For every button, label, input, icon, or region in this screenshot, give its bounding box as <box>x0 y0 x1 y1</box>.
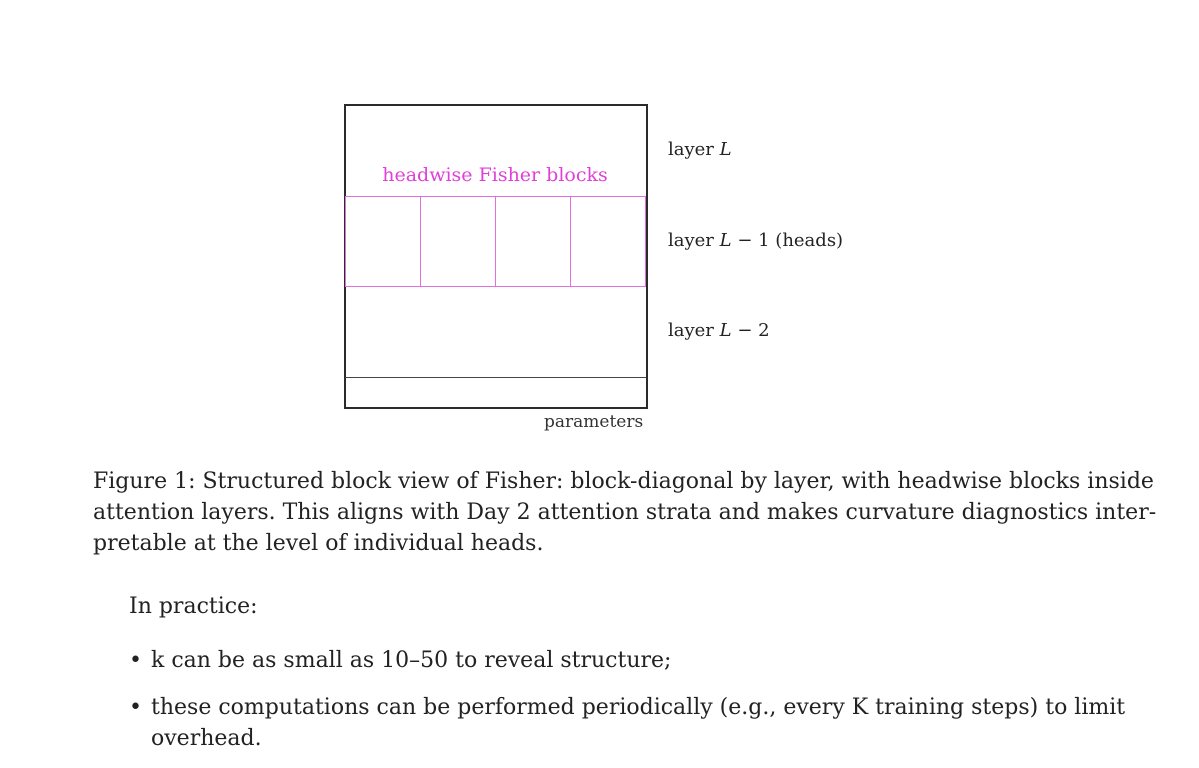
list-item-text: overhead. <box>151 726 262 751</box>
head-block <box>496 197 571 286</box>
caption-line: Figure 1: Structured block view of Fishe… <box>93 469 1154 494</box>
caption-line: pretable at the level of individual head… <box>93 531 544 556</box>
head-blocks-row <box>345 196 646 287</box>
bottom-layer-divider <box>345 377 646 378</box>
parameters-axis-label: parameters <box>544 412 644 432</box>
bullet-icon: • <box>129 648 142 673</box>
layer-label-l-minus-2: layer L − 2 <box>668 320 770 341</box>
head-block <box>346 197 421 286</box>
bullet-icon: • <box>129 695 142 720</box>
paragraph-intro: In practice: <box>129 594 258 619</box>
layer-label-l-minus-1: layer L − 1 (heads) <box>668 230 844 251</box>
headwise-blocks-label: headwise Fisher blocks <box>382 164 608 186</box>
list-item-text: these computations can be performed peri… <box>151 695 1126 720</box>
caption-line: attention layers. This aligns with Day 2… <box>93 500 1157 525</box>
head-block <box>571 197 645 286</box>
head-block <box>421 197 496 286</box>
figure-caption: Figure 1: Structured block view of Fishe… <box>93 466 1157 559</box>
layer-label-l: layer L <box>668 139 732 160</box>
list-item-text: k can be as small as 10–50 to reveal str… <box>151 648 672 673</box>
